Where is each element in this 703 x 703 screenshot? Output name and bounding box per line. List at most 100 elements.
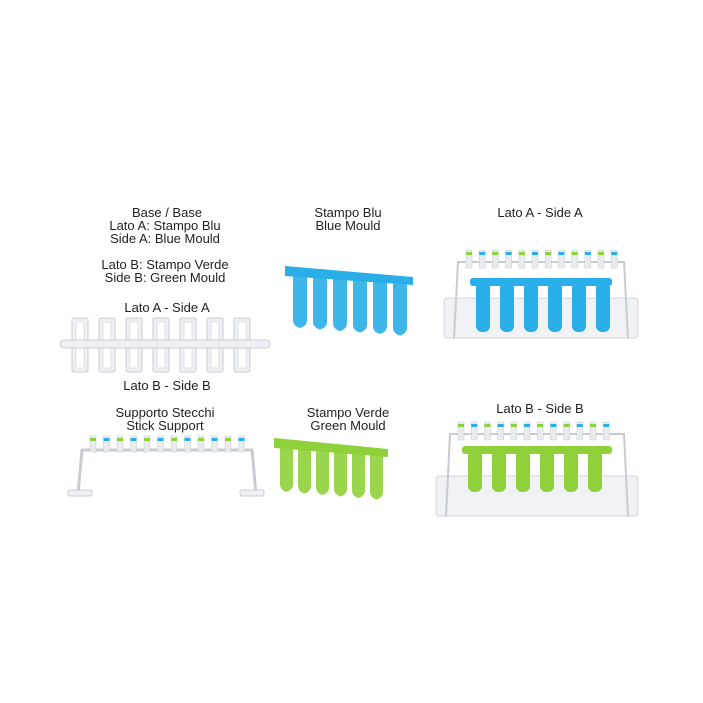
blue-mould-en: Blue Mould: [315, 218, 381, 233]
stick: [157, 435, 164, 453]
stick: [602, 421, 610, 441]
stick-band: [590, 424, 596, 427]
stick: [523, 421, 531, 441]
stick-band: [545, 252, 552, 255]
stick-band: [603, 424, 610, 427]
stick-support-en: Stick Support: [126, 418, 204, 433]
stick-band: [492, 252, 499, 255]
stick-band: [471, 424, 478, 427]
stick: [130, 435, 137, 453]
stick-band: [211, 438, 218, 441]
rack-a-cavity: [572, 282, 586, 332]
stick-band: [537, 424, 544, 427]
rack-b-cavity: [516, 450, 530, 492]
stick: [563, 421, 570, 441]
stick: [103, 435, 110, 453]
stick: [597, 249, 605, 269]
rack-b-cavity: [588, 450, 602, 492]
blue-mould-cavity: [313, 273, 327, 330]
stick: [536, 421, 544, 441]
rack-b-label: Lato B - Side B: [496, 401, 584, 416]
stick-support-frame: [76, 448, 258, 495]
stick-support-it: Supporto Stecchi: [115, 405, 215, 420]
stick-band: [598, 252, 604, 255]
stick-band: [611, 252, 618, 255]
base-image: [59, 317, 271, 373]
rack-b-cavity: [540, 450, 554, 492]
rack-a-cavity: [524, 282, 538, 332]
stick-band: [130, 438, 137, 441]
stick: [505, 249, 512, 269]
base-side-b-en: Side B: Green Mould: [104, 270, 226, 285]
stick-band: [524, 424, 530, 427]
stick-band: [458, 424, 464, 427]
rack-side-b-image: [435, 421, 639, 517]
stick-band: [584, 252, 591, 255]
stick: [584, 249, 592, 269]
rack-b-cavity: [492, 450, 506, 492]
stick: [484, 421, 491, 441]
blue-mould-cavity: [373, 278, 387, 334]
rack-a-tray: [443, 297, 639, 339]
rack-b-cavity: [468, 450, 482, 492]
stick: [224, 435, 232, 453]
stick: [550, 421, 557, 441]
base-side-a-it: Lato A: Stampo Blu: [109, 218, 221, 233]
stick: [558, 249, 565, 269]
stick-band: [505, 252, 512, 255]
green-mould-cavity: [298, 445, 311, 494]
stick: [510, 421, 518, 441]
stick: [457, 421, 465, 441]
stick-band: [157, 438, 164, 441]
stick: [89, 435, 97, 453]
stick: [470, 421, 478, 441]
stick-band: [184, 438, 191, 441]
base-top-label: Lato A - Side A: [124, 300, 210, 315]
stick: [576, 421, 584, 441]
stick: [478, 249, 486, 269]
green-mould-cavity: [352, 450, 365, 498]
stick: [571, 249, 578, 269]
stick: [184, 435, 191, 453]
stick-band: [558, 252, 565, 255]
stick-support-image: [67, 435, 265, 497]
stick: [211, 435, 218, 453]
green-mould-en: Green Mould: [310, 418, 386, 433]
blue-mould-cavity: [333, 275, 347, 331]
stick: [497, 421, 504, 441]
blue-mould-it: Stampo Blu: [314, 205, 382, 220]
stick-band: [479, 252, 486, 255]
rack-b-tray: [435, 475, 639, 517]
rack-a-label: Lato A - Side A: [497, 205, 583, 220]
stick: [238, 435, 245, 453]
stick: [197, 435, 205, 453]
stick-band: [497, 424, 504, 427]
blue-mould-image: [285, 266, 413, 336]
rack-a-frame: [453, 261, 629, 339]
stick-band: [238, 438, 245, 441]
base-side-a-en: Side A: Blue Mould: [110, 231, 220, 246]
stick: [544, 249, 552, 269]
rack-a-cavity: [476, 282, 490, 332]
stick-band: [171, 438, 177, 441]
stick: [518, 249, 526, 269]
stick: [492, 249, 499, 269]
stick-band: [571, 252, 578, 255]
blue-mould-cavity: [353, 276, 367, 333]
stick-band: [90, 438, 96, 441]
stick-band: [484, 424, 491, 427]
stick-support-foot: [67, 489, 93, 497]
green-mould-it: Stampo Verde: [306, 405, 390, 420]
stick: [465, 249, 473, 269]
rack-a-mould-rim: [470, 278, 612, 286]
green-mould-cavity: [370, 451, 383, 500]
stick-band: [117, 438, 123, 441]
blue-mould-cavity: [393, 279, 407, 336]
stick-band: [518, 252, 525, 255]
green-mould-cavity: [334, 448, 347, 497]
rack-a-cavity: [500, 282, 514, 332]
stick-band: [144, 438, 150, 441]
stick: [589, 421, 597, 441]
stick-band: [198, 438, 204, 441]
stick-band: [103, 438, 110, 441]
